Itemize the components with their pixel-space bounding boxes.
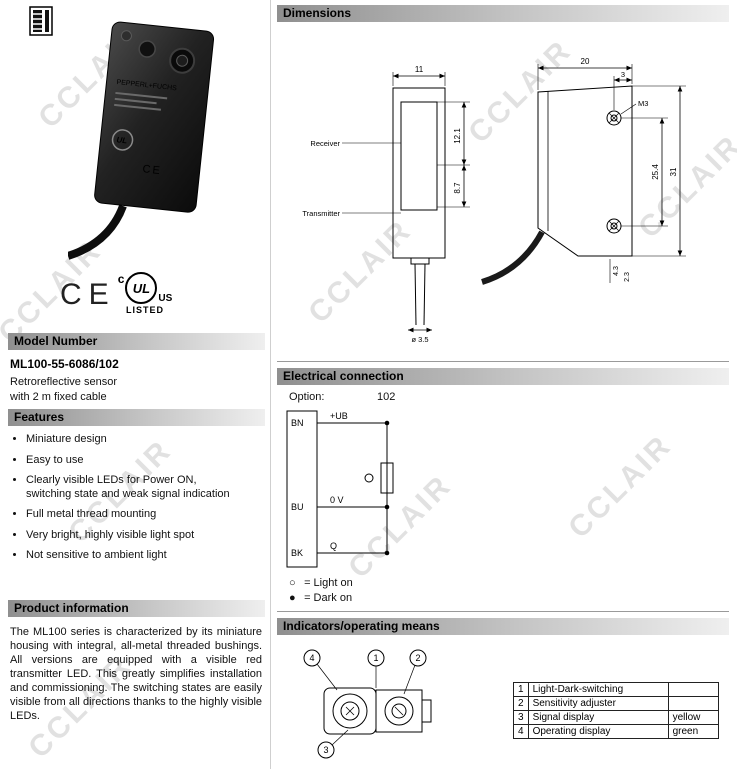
sensor-lens-small [138,40,156,58]
section-divider [277,361,729,362]
legend-light-on: ○ = Light on [289,577,353,589]
signal-ub: +UB [330,411,348,421]
indicator-num: 3 [513,710,529,725]
dark-on-icon: ● [289,592,296,604]
dim-side-depth: 20 [581,57,590,66]
sensor-body: PEPPERL+FUCHS UL CE [94,21,215,213]
legend-light-on-text: = Light on [304,577,353,589]
table-row: 1 Light-Dark-switching [513,682,719,697]
receiver-label: Receiver [310,139,340,148]
feature-item: Not sensitive to ambient light [26,549,234,563]
dim-side-c: 4.3 [613,266,620,276]
section-divider [277,611,729,612]
features-list: Miniature design Easy to use Clearly vis… [12,433,234,570]
table-row: 3 Signal display yellow [513,710,719,725]
feature-item: Very bright, highly visible light spot [26,529,234,543]
cable-connector-icon [29,6,53,36]
indicator-num: 4 [513,724,529,739]
feature-item: Easy to use [26,454,234,468]
indicator-value [667,696,719,711]
indicator-num: 2 [513,696,529,711]
section-header-indicators: Indicators/operating means [277,618,729,635]
legend-dark-on-text: = Dark on [304,592,353,604]
feature-item: Full metal thread mounting [26,508,234,522]
model-description-line2: with 2 m fixed cable [10,391,107,403]
indicators-table: 1 Light-Dark-switching 2 Sensitivity adj… [513,682,719,739]
option-label: Option: [289,391,325,403]
table-row: 4 Operating display green [513,724,719,739]
indicator-label: Operating display [527,724,669,739]
indicator-value: yellow [667,710,719,725]
dim-hole-offset: 3 [621,70,625,79]
signal-q: Q [330,541,337,551]
indicator-label: Signal display [527,710,669,725]
ul-c-label: c [117,272,125,286]
callout-2: 2 [415,653,420,663]
indicator-label: Light-Dark-switching [527,682,669,697]
dim-front-width: 11 [415,65,424,74]
indicator-value [667,682,719,697]
model-description-line1: Retroreflective sensor [10,376,117,388]
dimensions-drawing: 11 Receiver Transmitter 12.1 8.7 ø 3.5 [302,57,686,344]
signal-0v: 0 V [330,495,344,505]
ul-circle-icon: UL [125,272,158,304]
mounting-screw [120,30,132,42]
indicator-value: green [667,724,719,739]
thread-label: M3 [638,99,648,108]
feature-item: Miniature design [26,433,234,447]
ul-listed-label: LISTED [125,305,164,315]
ul-print-circle [111,129,134,151]
side-cable [481,230,545,285]
product-information-text: The ML100 series is characterized by its… [10,626,262,722]
ce-print-text: CE [142,163,162,177]
terminal-bn: BN [291,418,304,428]
dimension-front-view: 11 Receiver Transmitter 12.1 8.7 ø 3.5 [302,65,470,344]
section-header-product-information: Product information [8,600,265,617]
indicators-drawing: 4 1 2 3 [303,649,432,759]
dim-front-a: 12.1 [453,128,462,144]
wiring-diagram: BN +UB BU 0 V BK Q [286,410,394,568]
light-on-icon: ○ [289,577,296,589]
product-photo: PEPPERL+FUCHS UL CE [68,21,215,260]
column-divider [270,0,271,769]
section-header-dimensions: Dimensions [277,5,729,22]
light-on-symbol [364,473,374,483]
callout-1: 1 [373,653,378,663]
callout-3: 3 [323,745,328,755]
load-resistor [380,462,394,494]
sensor-outline-box [286,410,318,568]
terminal-bk: BK [291,548,303,558]
indicator-label: Sensitivity adjuster [527,696,669,711]
ul-us-label: US [158,293,173,304]
sensor-cable [68,204,127,260]
dim-side-d: 2.3 [624,272,631,282]
section-header-model-number: Model Number [8,333,265,350]
ul-print-text: UL [116,135,128,145]
option-value: 102 [377,391,396,403]
dim-hole-spacing: 25.4 [651,164,660,180]
ce-mark: CE [60,278,116,311]
mounting-hole-bottom [606,218,622,234]
legend-dark-on: ● = Dark on [289,592,352,604]
table-row: 2 Sensitivity adjuster [513,696,719,711]
dimension-side-view: 20 3 M3 25.4 31 4.3 2.3 [481,57,686,285]
model-number-value: ML100-55-6086/102 [10,357,119,371]
ul-circle-text: UL [132,280,151,296]
callout-4: 4 [309,653,314,663]
feature-item: Clearly visible LEDs for Power ON, switc… [26,474,234,501]
indicator-num: 1 [513,682,529,697]
section-header-features: Features [8,409,265,426]
dim-side-height: 31 [669,167,678,176]
terminal-bu: BU [291,502,304,512]
dim-cable-diameter: ø 3.5 [411,335,428,344]
mounting-hole-top [606,110,622,126]
section-header-electrical-connection: Electrical connection [277,368,729,385]
ul-listed-mark: c UL US LISTED [116,272,174,315]
transmitter-label: Transmitter [302,209,340,218]
sensor-rear-view [323,687,432,735]
dim-front-b: 8.7 [453,182,462,194]
